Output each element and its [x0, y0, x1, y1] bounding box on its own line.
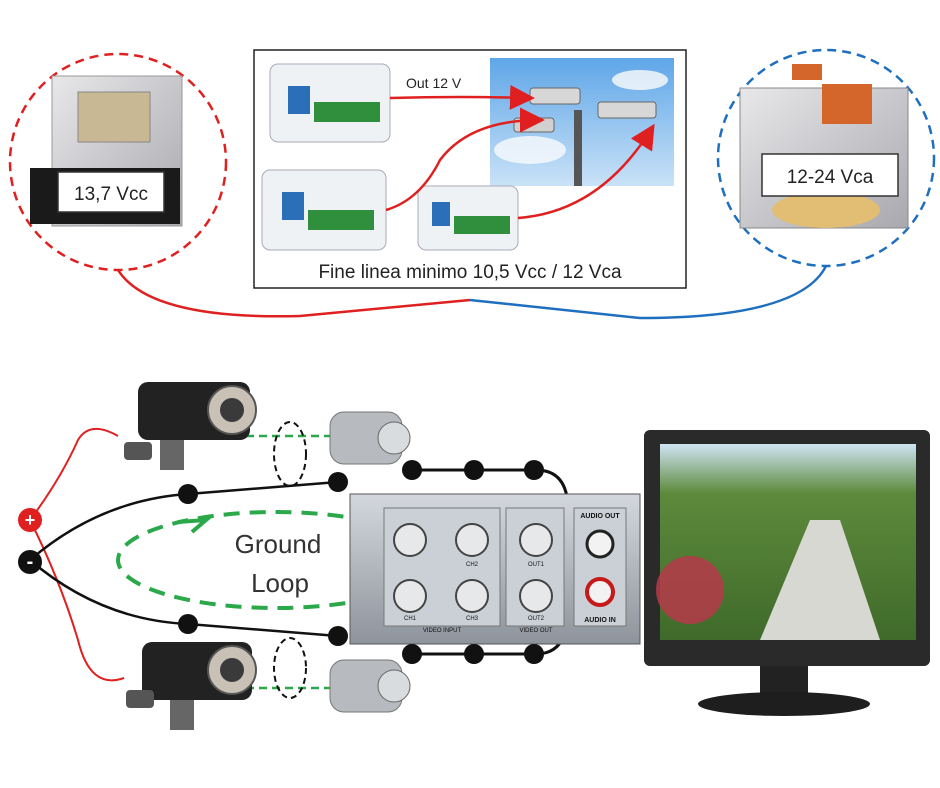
junction-nodes [178, 460, 544, 664]
node [328, 472, 348, 492]
black-wire-top-b [187, 480, 339, 496]
dvr-unit: CH1 CH2 CH3 OUT1 OUT2 VIDEO INPUT VIDEO … [349, 493, 641, 645]
bnc-connector-bottom [329, 659, 411, 713]
transformer-coil [772, 192, 880, 228]
monitor-stand-neck [760, 666, 808, 696]
dvr-out2-label: OUT2 [528, 616, 545, 622]
out-label: Out 12 V [406, 75, 462, 91]
minus-sign: - [27, 551, 34, 573]
black-wire-bot-a [29, 559, 189, 626]
dvr-ch2-port [455, 523, 489, 557]
node [464, 460, 484, 480]
node [464, 644, 484, 664]
ground-loop-line1: Ground [235, 529, 322, 559]
black-wire-bot-b [187, 622, 339, 638]
monitor-path [760, 520, 880, 640]
power-supply-group: 13,7 Vcc [8, 52, 228, 272]
dvr-ch3-port [393, 579, 427, 613]
left-supply-label: 13,7 Vcc [74, 184, 148, 205]
red-wire-top [29, 428, 119, 521]
camera-top [124, 382, 257, 470]
dvr-audio-in-port [585, 577, 615, 607]
dvr-video-input-label: VIDEO INPUT [423, 628, 462, 634]
dvr-video-out-label: VIDEO OUT [519, 628, 552, 634]
red-arrow-mid [385, 107, 545, 212]
plus-sign: + [25, 510, 36, 530]
module-bottom-right [417, 185, 519, 251]
dvr-out1-label: OUT1 [528, 562, 545, 568]
sky-camera-right [597, 101, 657, 119]
node [402, 460, 422, 480]
red-wire-bottom [29, 519, 125, 682]
center-panel: Out 12 V Fine linea minimo 10,5 Vcc / 12… [253, 49, 687, 289]
monitor [644, 430, 930, 716]
transformer-terminals-top [792, 64, 822, 80]
dvr-out2-port [519, 579, 553, 613]
red-arrow-low [517, 123, 655, 220]
dvr-ch2-label: CH2 [466, 562, 479, 568]
black-wire-top-a [29, 492, 189, 561]
red-feed-curve [116, 269, 471, 318]
cloud [612, 70, 668, 90]
minus-node [18, 550, 42, 574]
red-arrow-top [389, 84, 535, 110]
dvr-out1-port [519, 523, 553, 557]
ground-loop-line2: Loop [251, 568, 309, 598]
node [178, 484, 198, 504]
bnc-connector-top [329, 411, 411, 465]
blue-feed-curve [469, 265, 828, 320]
cloud [494, 136, 566, 164]
sky-camera-left [529, 87, 581, 105]
dvr-audio-out-port [585, 529, 615, 559]
node [328, 626, 348, 646]
dvr-audio-in-label: AUDIO IN [584, 617, 616, 624]
end-of-line-label: Fine linea minimo 10,5 Vcc / 12 Vca [318, 262, 622, 283]
right-supply-label: 12-24 Vca [787, 167, 874, 188]
dvr-audio-out-label: AUDIO OUT [580, 513, 620, 520]
dvr-ch4-port [455, 579, 489, 613]
camera-bottom [126, 642, 257, 730]
module-top [269, 63, 391, 143]
ground-loop-arrow [177, 517, 212, 534]
right-label-box [761, 153, 899, 197]
camera-pole [574, 110, 582, 186]
left-label-box [57, 171, 165, 213]
transformer-terminals [822, 84, 872, 124]
module-bottom-left [261, 169, 387, 251]
monitor-flowers [656, 556, 724, 624]
node [402, 644, 422, 664]
node [178, 614, 198, 634]
node [524, 644, 544, 664]
plus-node [18, 508, 42, 532]
cut-mark-bottom [273, 637, 307, 699]
dvr-ch3-label: CH3 [466, 616, 479, 622]
dvr-audio-panel [573, 507, 627, 627]
monitor-stand-base [698, 692, 870, 716]
dvr-ch1-port [393, 523, 427, 557]
transformer-group: 12-24 Vca [716, 48, 936, 268]
cut-mark-top [273, 421, 307, 487]
node [524, 460, 544, 480]
power-supply-board [77, 91, 151, 143]
dvr-ch1-label: CH1 [404, 616, 417, 622]
